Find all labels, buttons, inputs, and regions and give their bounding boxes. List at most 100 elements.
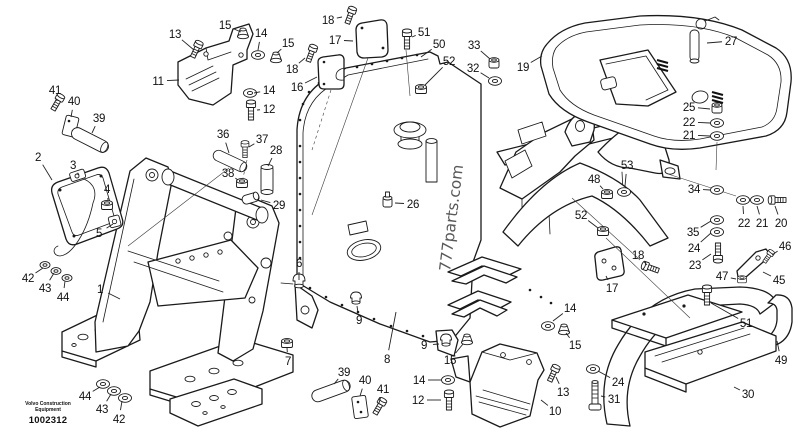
callout-38: 38: [222, 168, 234, 180]
washer-44: [96, 379, 110, 389]
nut-48: [601, 189, 613, 199]
callout-leader-1: [107, 292, 121, 300]
callout-leader-47: [730, 277, 737, 280]
rubber-angle-strips: [447, 256, 522, 318]
callout-leader-53: [624, 173, 627, 187]
callout-9: 9: [356, 315, 362, 327]
callout-leader-15: [455, 343, 464, 354]
callout-47: 47: [716, 271, 728, 283]
callout-17: 17: [329, 35, 341, 47]
callout-18: 18: [322, 15, 334, 27]
callout-leader-33: [480, 50, 491, 60]
callout-leader-14: [552, 313, 564, 322]
callout-28: 28: [270, 145, 282, 157]
callout-9: 9: [421, 340, 427, 352]
callout-15: 15: [219, 20, 231, 32]
bolt-12: [443, 389, 455, 411]
nut-15: [270, 51, 282, 64]
washer-14: [541, 321, 555, 331]
knob-6: [280, 273, 306, 289]
callout-16: 16: [291, 82, 303, 94]
filler-neck: [393, 121, 427, 150]
callout-14: 14: [564, 303, 577, 315]
callout-40: 40: [359, 375, 371, 387]
callout-13: 13: [169, 29, 181, 41]
plate-17-right: [594, 246, 625, 281]
callout-leader-40: [359, 388, 363, 397]
callout-leader-44: [92, 386, 101, 392]
callout-4: 4: [104, 184, 111, 196]
grommet-9: [350, 291, 362, 305]
callout-leader-37: [248, 143, 255, 148]
callout-29: 29: [273, 200, 285, 212]
callout-leader-40: [70, 109, 73, 118]
callout-leader-22: [697, 121, 711, 124]
callout-14: 14: [263, 85, 276, 97]
callout-31: 31: [608, 394, 620, 406]
callout-leader-20: [774, 205, 779, 215]
callout-leader-50: [420, 48, 432, 58]
callout-leader-43: [49, 272, 55, 281]
callout-leader-51: [411, 35, 416, 38]
callout-26: 26: [407, 199, 419, 211]
callout-leader-3: [77, 172, 80, 176]
callout-leader-15: [565, 332, 570, 339]
callout-37: 37: [256, 134, 268, 146]
lock-pin-27: [689, 16, 720, 64]
callout-leader-38: [235, 177, 239, 181]
washer-43: [50, 267, 62, 275]
callout-leader-8: [388, 311, 397, 351]
callout-leader-26: [394, 202, 405, 204]
callout-7: 7: [285, 356, 291, 368]
callout-leader-2: [42, 164, 53, 181]
callout-leader-43: [106, 393, 112, 402]
washer-14: [251, 50, 265, 60]
bolt-18: [303, 42, 319, 64]
callout-leader-18: [298, 57, 306, 64]
callout-leader-28: [267, 157, 273, 167]
callout-leader-23: [702, 253, 712, 261]
callout-leader-15: [276, 48, 282, 54]
callout-leader-44: [63, 280, 66, 289]
callout-leader-49: [776, 340, 780, 352]
wire-clamp-3: [53, 168, 96, 257]
callout-35: 35: [687, 227, 699, 239]
rear-cover-19: [539, 14, 792, 150]
grommet-33: [488, 57, 500, 69]
callout-leader-45: [762, 271, 772, 277]
callout-19: 19: [517, 62, 529, 74]
washer-24: [586, 364, 600, 374]
left-frame-assembly: [50, 157, 294, 427]
callout-leader-42: [120, 400, 123, 411]
callout-39: 39: [338, 367, 350, 379]
callout-27: 27: [725, 36, 737, 48]
nut-38: [236, 178, 248, 188]
callout-leader-11: [166, 79, 180, 82]
bolt-13: [545, 362, 562, 384]
callout-leader-39: [333, 378, 339, 385]
callout-34: 34: [688, 184, 701, 196]
callout-leader-27: [706, 41, 723, 44]
callout-18: 18: [632, 250, 644, 262]
bolt-31: [588, 380, 602, 411]
brand-line2: Equipment: [35, 406, 61, 413]
callout-18: 18: [286, 64, 298, 76]
callout-52: 52: [575, 210, 587, 222]
callout-50: 50: [433, 39, 445, 51]
callout-17: 17: [606, 283, 618, 295]
callout-51: 51: [418, 27, 430, 39]
assembly-axis-lines: [127, 49, 737, 319]
brand-block: Volvo Construction Equipment 1002312: [13, 401, 83, 426]
fender-arch-assembly: [603, 286, 793, 427]
nut-15: [558, 323, 570, 336]
callout-leader-51: [710, 302, 739, 319]
bolt-12: [245, 99, 257, 121]
callout-22: 22: [683, 117, 695, 129]
callout-leader-9: [356, 305, 359, 312]
sleeve-28: [260, 164, 274, 195]
rivet-dots: [298, 53, 553, 338]
washer-42: [118, 393, 132, 403]
callout-46: 46: [779, 241, 791, 253]
